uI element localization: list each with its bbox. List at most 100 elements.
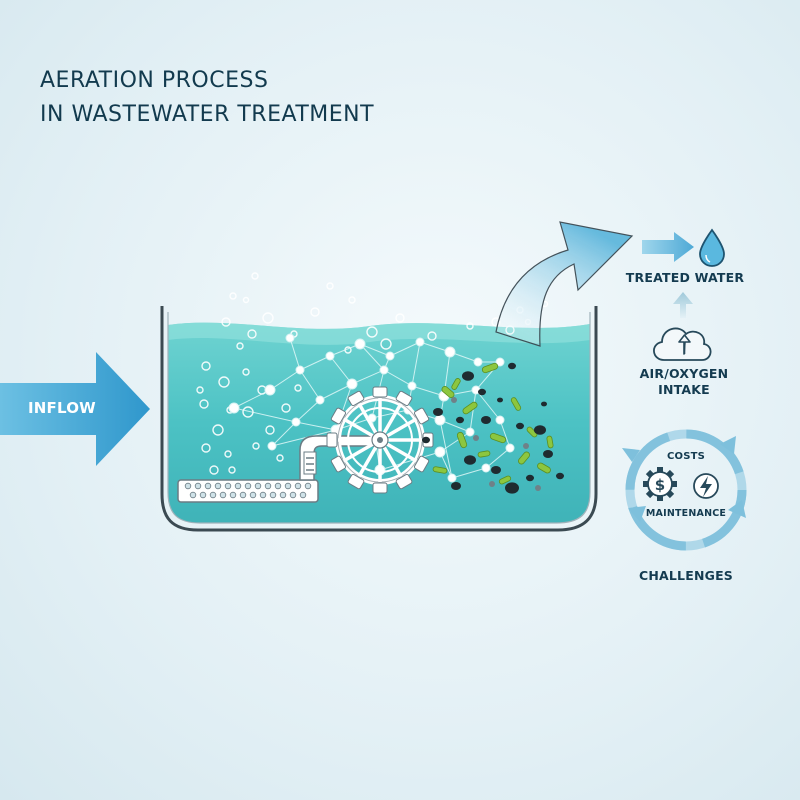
network-node (385, 351, 395, 361)
diffuser-hole (184, 482, 192, 490)
bubble (310, 307, 320, 317)
bubble (221, 317, 231, 327)
sediment-particle (489, 481, 495, 487)
network-link (329, 355, 353, 385)
maintenance-label: MAINTENANCE (645, 508, 727, 519)
title-line-2: IN WASTEWATER TREATMENT (40, 102, 375, 127)
treated-water-label: TREATED WATER (625, 270, 745, 285)
network-link (359, 343, 385, 371)
diffuser-hole (254, 482, 262, 490)
network-link (295, 421, 337, 431)
network-node (444, 346, 456, 358)
bubble (251, 272, 259, 280)
microbe (462, 401, 478, 415)
diffuser-hole (304, 482, 312, 490)
water-surface (168, 322, 590, 345)
sludge-particle (526, 474, 534, 482)
network-link (295, 399, 321, 423)
bubble (252, 442, 260, 450)
microbe (477, 450, 491, 458)
network-node (325, 351, 335, 361)
bubble (228, 466, 236, 474)
microbe-network (228, 333, 515, 483)
network-link (439, 431, 471, 453)
sludge-particle (508, 362, 516, 370)
sludge-particle (516, 422, 524, 430)
diffuser-hole (299, 491, 307, 499)
inflow-label: INFLOW (28, 399, 96, 417)
air-oxygen-intake-label: AIR/OXYGEN INTAKE (624, 366, 744, 398)
bubble (395, 313, 405, 323)
sludge-particle (556, 472, 564, 480)
network-node (228, 402, 240, 414)
bubble (201, 443, 211, 453)
network-link (499, 419, 511, 449)
network-link (411, 385, 445, 397)
cycle-arrows-icon (622, 429, 747, 551)
diffuser-hole (274, 482, 282, 490)
microbe (518, 451, 530, 465)
sludge-particle (451, 482, 461, 490)
diffuser-hole (294, 482, 302, 490)
sludge-particle (481, 416, 491, 424)
microbe (537, 462, 551, 474)
network-node (415, 337, 425, 347)
network-node (295, 365, 305, 375)
microbe (432, 466, 448, 474)
network-link (351, 369, 385, 385)
diagram-title: AERATION PROCESS IN WASTEWATER TREATMENT (40, 64, 374, 132)
sludge-particle (534, 425, 546, 435)
network-link (439, 419, 453, 479)
tank-outline (160, 306, 598, 532)
network-link (475, 389, 501, 421)
network-link (371, 409, 409, 419)
network-node (505, 443, 515, 453)
network-link (271, 429, 337, 447)
network-link (451, 467, 487, 479)
network-link (233, 389, 271, 409)
sludge-particle (491, 466, 501, 474)
diffuser-hole (219, 491, 227, 499)
diffuser-hole (249, 491, 257, 499)
network-node (434, 414, 446, 426)
air-diffuser (177, 435, 379, 503)
cloud-upload-icon (653, 327, 712, 361)
bubble (262, 312, 274, 324)
diffuser-hole (259, 491, 267, 499)
diffuser-hole (224, 482, 232, 490)
tank-inner-outline (167, 312, 591, 524)
network-node (379, 365, 389, 375)
network-link (299, 355, 331, 371)
air-oxygen-line-1: AIR/OXYGEN (639, 366, 729, 381)
microbe (498, 475, 512, 485)
network-node (315, 395, 325, 405)
bubble (242, 296, 250, 304)
diffuser-hole (234, 482, 242, 490)
network-node (346, 378, 358, 390)
sludge-particle (497, 397, 503, 403)
network-node (447, 473, 457, 483)
diffuser-hole (214, 482, 222, 490)
network-link (411, 341, 421, 387)
bubble (196, 386, 204, 394)
sediment-particle (473, 435, 479, 441)
air-oxygen-line-2: INTAKE (658, 382, 710, 397)
sludge-particle (462, 371, 474, 381)
intake-up-arrow (673, 292, 693, 318)
network-link (379, 451, 441, 471)
sludge-particle (478, 388, 486, 396)
network-link (469, 389, 477, 433)
sludge-particle (541, 401, 547, 407)
bubble (236, 342, 244, 350)
diffuser-hole (199, 491, 207, 499)
sludge-particle (433, 408, 443, 416)
diffuser-hole (194, 482, 202, 490)
microbe (526, 426, 538, 438)
microbe (546, 435, 554, 449)
bubble (247, 329, 257, 339)
network-node (481, 463, 491, 473)
network-node (434, 446, 446, 458)
bubble (218, 376, 230, 388)
network-link (485, 447, 511, 469)
